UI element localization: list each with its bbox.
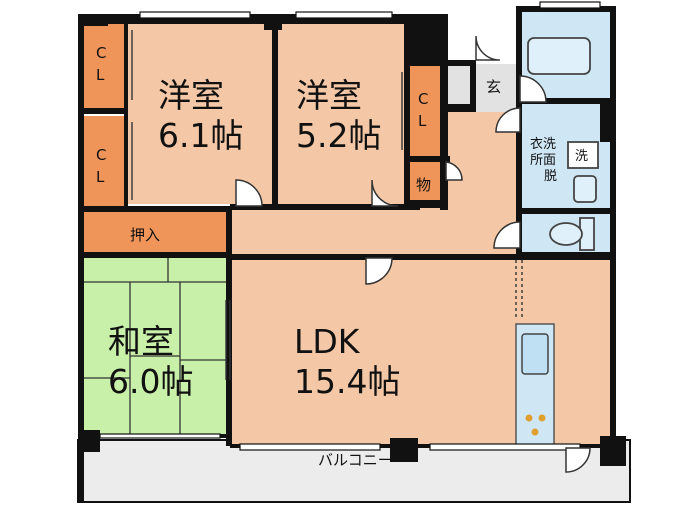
door-bath bbox=[519, 75, 547, 103]
room-labels: 洋室 6.1帖 洋室 5.2帖 和室 6.0帖 LDK 15.4帖 C L C … bbox=[96, 44, 588, 469]
door-western-2 bbox=[371, 179, 399, 207]
door-ldk bbox=[365, 257, 393, 285]
door-storage bbox=[445, 161, 463, 181]
toilet-bowl bbox=[549, 222, 583, 246]
closet-3-floor bbox=[410, 66, 440, 156]
oshiire-floor bbox=[84, 212, 226, 252]
western-room-1-floor bbox=[128, 22, 272, 204]
bath-basin bbox=[573, 175, 597, 203]
stove-burner bbox=[531, 428, 539, 436]
door-balcony bbox=[565, 447, 591, 473]
closet-door-marks bbox=[131, 30, 523, 380]
western-room-1-name: 洋室 bbox=[158, 76, 224, 115]
western-room-2-name: 洋室 bbox=[296, 76, 362, 115]
closet-1-label-bottom: L bbox=[96, 66, 105, 84]
washroom-label-3: 脱 bbox=[544, 169, 557, 184]
door-western-1 bbox=[235, 179, 263, 207]
stove-burner bbox=[525, 414, 533, 422]
washroom-label-2: 所面 bbox=[530, 153, 556, 168]
japanese-room-size: 6.0帖 bbox=[108, 362, 193, 401]
door-toilet bbox=[493, 221, 521, 249]
washer-label: 洗 bbox=[575, 149, 588, 164]
japanese-room-floor bbox=[84, 258, 226, 434]
closet-2-label-top: C bbox=[96, 146, 106, 164]
entrance-label: 玄 bbox=[486, 78, 501, 96]
storage-label: 物 bbox=[416, 176, 431, 194]
door-entrance bbox=[475, 35, 501, 61]
washer-box bbox=[567, 141, 599, 169]
washroom-label-1: 衣洗 bbox=[530, 136, 556, 152]
closet-2-floor bbox=[84, 116, 124, 206]
closet-1-label-top: C bbox=[96, 44, 106, 62]
western-room-1-size: 6.1帖 bbox=[158, 116, 243, 155]
fixtures bbox=[527, 37, 599, 251]
storage-floor bbox=[410, 162, 440, 204]
stove-burner bbox=[538, 414, 546, 422]
windows bbox=[99, 1, 601, 451]
japanese-room-name: 和室 bbox=[108, 322, 174, 361]
closet-3-label-bottom: L bbox=[418, 112, 427, 130]
balcony-label: バルコニー bbox=[318, 451, 393, 469]
oshiire-label: 押入 bbox=[130, 226, 160, 244]
western-room-2-floor bbox=[278, 22, 406, 204]
closet-2-label-bottom: L bbox=[96, 168, 105, 186]
door-washroom bbox=[495, 107, 521, 133]
tatami-lines bbox=[84, 258, 226, 434]
closet-1-floor bbox=[84, 24, 124, 108]
ldk-name: LDK bbox=[294, 322, 361, 361]
bathtub bbox=[527, 37, 591, 75]
walls bbox=[78, 6, 626, 502]
doors bbox=[235, 35, 591, 473]
western-room-2-size: 5.2帖 bbox=[296, 116, 381, 155]
corridor-floor bbox=[230, 208, 518, 256]
ldk-size: 15.4帖 bbox=[294, 362, 400, 401]
closet-3-label-top: C bbox=[418, 90, 428, 108]
kitchen-sink bbox=[521, 333, 549, 375]
